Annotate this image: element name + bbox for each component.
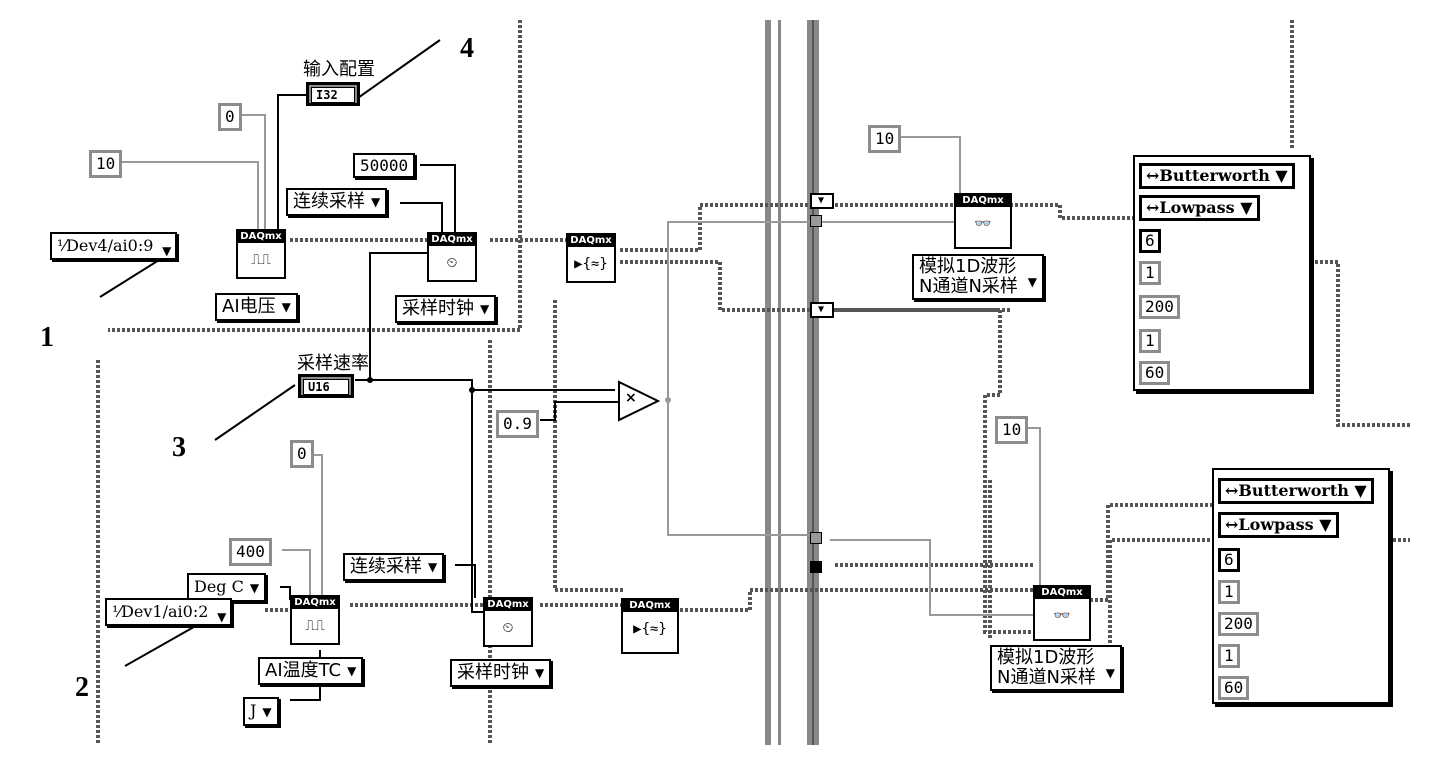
callout-2: 2 bbox=[75, 672, 89, 703]
tunnel-bottom-a bbox=[810, 532, 822, 544]
daqmx-read-top[interactable]: DAQmx 👓 bbox=[954, 193, 1012, 249]
const-ten-read-top[interactable]: 10 bbox=[868, 125, 902, 153]
channel-select-top[interactable]: ⅟Dev4/ai0:9▼ bbox=[50, 232, 178, 260]
filter-param-b-bottom[interactable]: 200 bbox=[1218, 612, 1259, 636]
filter-type-top[interactable]: ↔Butterworth ▼ bbox=[1139, 163, 1295, 189]
measure-type-top[interactable]: AI电压▼ bbox=[215, 293, 298, 321]
const-50000[interactable]: 50000 bbox=[353, 153, 416, 178]
filter-order-bottom[interactable]: 6 bbox=[1218, 548, 1240, 572]
glasses-icon: 👓 bbox=[1053, 608, 1071, 624]
loop-border-inner bbox=[553, 300, 625, 592]
callout-3: 3 bbox=[172, 432, 186, 463]
channel-wave-icon: ⎍⎍ bbox=[251, 252, 271, 268]
filter-param-a-bottom[interactable]: 1 bbox=[1218, 580, 1240, 604]
continuous-sample-bottom[interactable]: 连续采样▼ bbox=[343, 553, 445, 581]
filter-cluster-bottom: ↔Butterworth ▼ ↔Lowpass ▼ 6 1 200 1 60 bbox=[1212, 468, 1390, 704]
filter-param-d-top[interactable]: 60 bbox=[1139, 361, 1171, 385]
tunnel-bottom-b bbox=[810, 561, 822, 573]
filter-type-bottom[interactable]: ↔Butterworth ▼ bbox=[1218, 478, 1374, 504]
filter-param-c-bottom[interactable]: 1 bbox=[1218, 644, 1240, 668]
daqmx-read-bottom[interactable]: DAQmx 👓 bbox=[1033, 585, 1091, 641]
const-400[interactable]: 400 bbox=[229, 538, 272, 566]
tunnel-top-a bbox=[810, 215, 822, 227]
daqmx-start-top[interactable]: DAQmx ▶{≈} bbox=[566, 233, 616, 283]
timing-type-top[interactable]: 采样时钟▼ bbox=[395, 295, 497, 323]
daqmx-timing-bottom[interactable]: DAQmx ⏲ bbox=[483, 597, 533, 647]
const-0-9[interactable]: 0.9 bbox=[496, 410, 539, 438]
multiply-symbol: × bbox=[625, 390, 637, 406]
const-ten-read-bottom[interactable]: 10 bbox=[995, 416, 1029, 444]
frame-separator-b bbox=[778, 20, 781, 745]
thermocouple-type-select[interactable]: J▼ bbox=[243, 697, 279, 726]
const-zero-bottom[interactable]: 0 bbox=[290, 440, 314, 468]
timing-type-bottom[interactable]: 采样时钟▼ bbox=[450, 659, 552, 687]
shift-register-down-top[interactable]: ▼ bbox=[810, 193, 834, 209]
filter-pass-top[interactable]: ↔Lowpass ▼ bbox=[1139, 195, 1260, 221]
loop-border-right bbox=[1310, 260, 1410, 427]
loop-border-top bbox=[108, 20, 522, 332]
down-arrow-icon: ▼ bbox=[818, 304, 825, 315]
glasses-icon: 👓 bbox=[974, 216, 992, 232]
daqmx-timing-top[interactable]: DAQmx ⏲ bbox=[427, 232, 477, 282]
daqmx-create-channel-top[interactable]: DAQmx ⎍⎍ bbox=[236, 229, 286, 279]
shift-register-down-mid[interactable]: ▼ bbox=[810, 302, 834, 318]
filter-param-d-bottom[interactable]: 60 bbox=[1218, 676, 1250, 700]
daqmx-start-bottom[interactable]: DAQmx ▶{≈} bbox=[621, 598, 679, 654]
filter-order-top[interactable]: 6 bbox=[1139, 229, 1161, 253]
callout-4: 4 bbox=[460, 33, 474, 64]
filter-cluster-top: ↔Butterworth ▼ ↔Lowpass ▼ 6 1 200 1 60 bbox=[1133, 155, 1311, 391]
sample-rate-indicator[interactable]: U16 bbox=[298, 374, 354, 398]
start-play-icon: ▶{≈} bbox=[633, 621, 667, 637]
filter-pass-bottom[interactable]: ↔Lowpass ▼ bbox=[1218, 512, 1339, 538]
clock-icon: ⏲ bbox=[502, 620, 514, 636]
continuous-sample-top[interactable]: 连续采样▼ bbox=[286, 188, 388, 216]
start-play-icon: ▶{≈} bbox=[574, 256, 608, 272]
filter-param-c-top[interactable]: 1 bbox=[1139, 329, 1161, 353]
down-arrow-icon: ▼ bbox=[818, 195, 825, 206]
callout-1: 1 bbox=[40, 322, 54, 353]
measure-type-bottom[interactable]: AI温度TC▼ bbox=[258, 657, 364, 685]
filter-param-b-top[interactable]: 200 bbox=[1139, 295, 1180, 319]
input-config-indicator[interactable]: I32 bbox=[306, 82, 360, 106]
channel-select-bottom[interactable]: ⅟Dev1/ai0:2▼ bbox=[105, 598, 233, 626]
sample-rate-label: 采样速率 bbox=[297, 353, 369, 374]
filter-param-a-top[interactable]: 1 bbox=[1139, 261, 1161, 285]
const-zero-top[interactable]: 0 bbox=[218, 103, 242, 131]
input-config-label: 输入配置 bbox=[303, 59, 375, 80]
channel-wave-icon: ⎍⎍ bbox=[305, 618, 325, 634]
const-ten-top[interactable]: 10 bbox=[89, 150, 123, 178]
clock-icon: ⏲ bbox=[446, 255, 458, 271]
daqmx-create-channel-bottom[interactable]: DAQmx ⎍⎍ bbox=[290, 595, 340, 645]
multiply-node bbox=[618, 380, 661, 422]
frame-separator-a bbox=[765, 20, 771, 745]
